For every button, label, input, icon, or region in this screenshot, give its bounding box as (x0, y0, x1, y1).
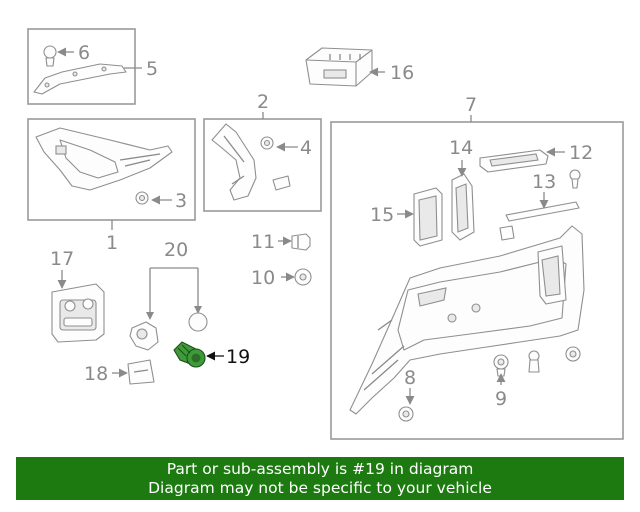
clip-part-8 (398, 406, 414, 422)
handle-part-12 (479, 149, 549, 173)
callout-4: 4 (300, 137, 312, 159)
clip-part-4 (260, 136, 274, 150)
quarter-trim-part-1 (35, 127, 173, 191)
screw-part (569, 169, 581, 189)
callout-17: 17 (50, 248, 74, 270)
callout-9: 9 (495, 388, 507, 410)
panel-part-15 (413, 187, 443, 247)
banner-line-2: Diagram may not be specific to your vehi… (148, 479, 492, 497)
info-banner: Part or sub-assembly is #19 in diagram D… (16, 457, 624, 500)
clip-part-10 (294, 268, 312, 286)
garnish-strip-part (33, 63, 127, 95)
arrowhead (194, 306, 202, 314)
callout-16: 16 (390, 62, 414, 84)
lamp-part-17 (51, 283, 105, 343)
callout-3: 3 (175, 190, 187, 212)
module-part-16 (305, 47, 373, 87)
banner-line-1: Part or sub-assembly is #19 in diagram (166, 460, 474, 478)
callout-14: 14 (449, 137, 473, 159)
callout-19: 19 (226, 346, 250, 368)
clip-part-3 (135, 191, 149, 205)
callout-10: 10 (251, 267, 275, 289)
callout-2: 2 (257, 91, 269, 113)
callout-13: 13 (532, 171, 556, 193)
clip-part-right (565, 346, 581, 362)
arrowhead (146, 312, 154, 320)
socket-part-20 (129, 321, 159, 351)
callout-15: 15 (370, 204, 394, 226)
pin-part (528, 350, 540, 373)
clip-part-11 (291, 233, 311, 251)
bulb-part-19-highlighted (173, 341, 206, 368)
callout-12: 12 (569, 142, 593, 164)
callout-1: 1 (106, 232, 118, 254)
callout-18: 18 (84, 363, 108, 385)
bezel-part-14 (451, 173, 475, 241)
callout-7: 7 (465, 94, 477, 116)
small-clip-part (499, 225, 515, 241)
callout-20: 20 (164, 239, 188, 261)
callout-8: 8 (404, 367, 416, 389)
strip-part-13 (505, 201, 580, 222)
group-box-5 (27, 28, 136, 105)
main-trim-panel-part (349, 225, 585, 415)
callout-5: 5 (146, 58, 158, 80)
group-box-7 (330, 121, 624, 440)
grommet-part-20 (188, 312, 208, 332)
callout-6: 6 (78, 42, 90, 64)
callout-11: 11 (251, 231, 275, 253)
pillar-trim-part-2 (211, 123, 257, 201)
clip-part-6 (43, 45, 57, 67)
pad-part-18 (127, 359, 155, 385)
pad-part (272, 175, 291, 191)
clip-part-9 (493, 354, 509, 377)
